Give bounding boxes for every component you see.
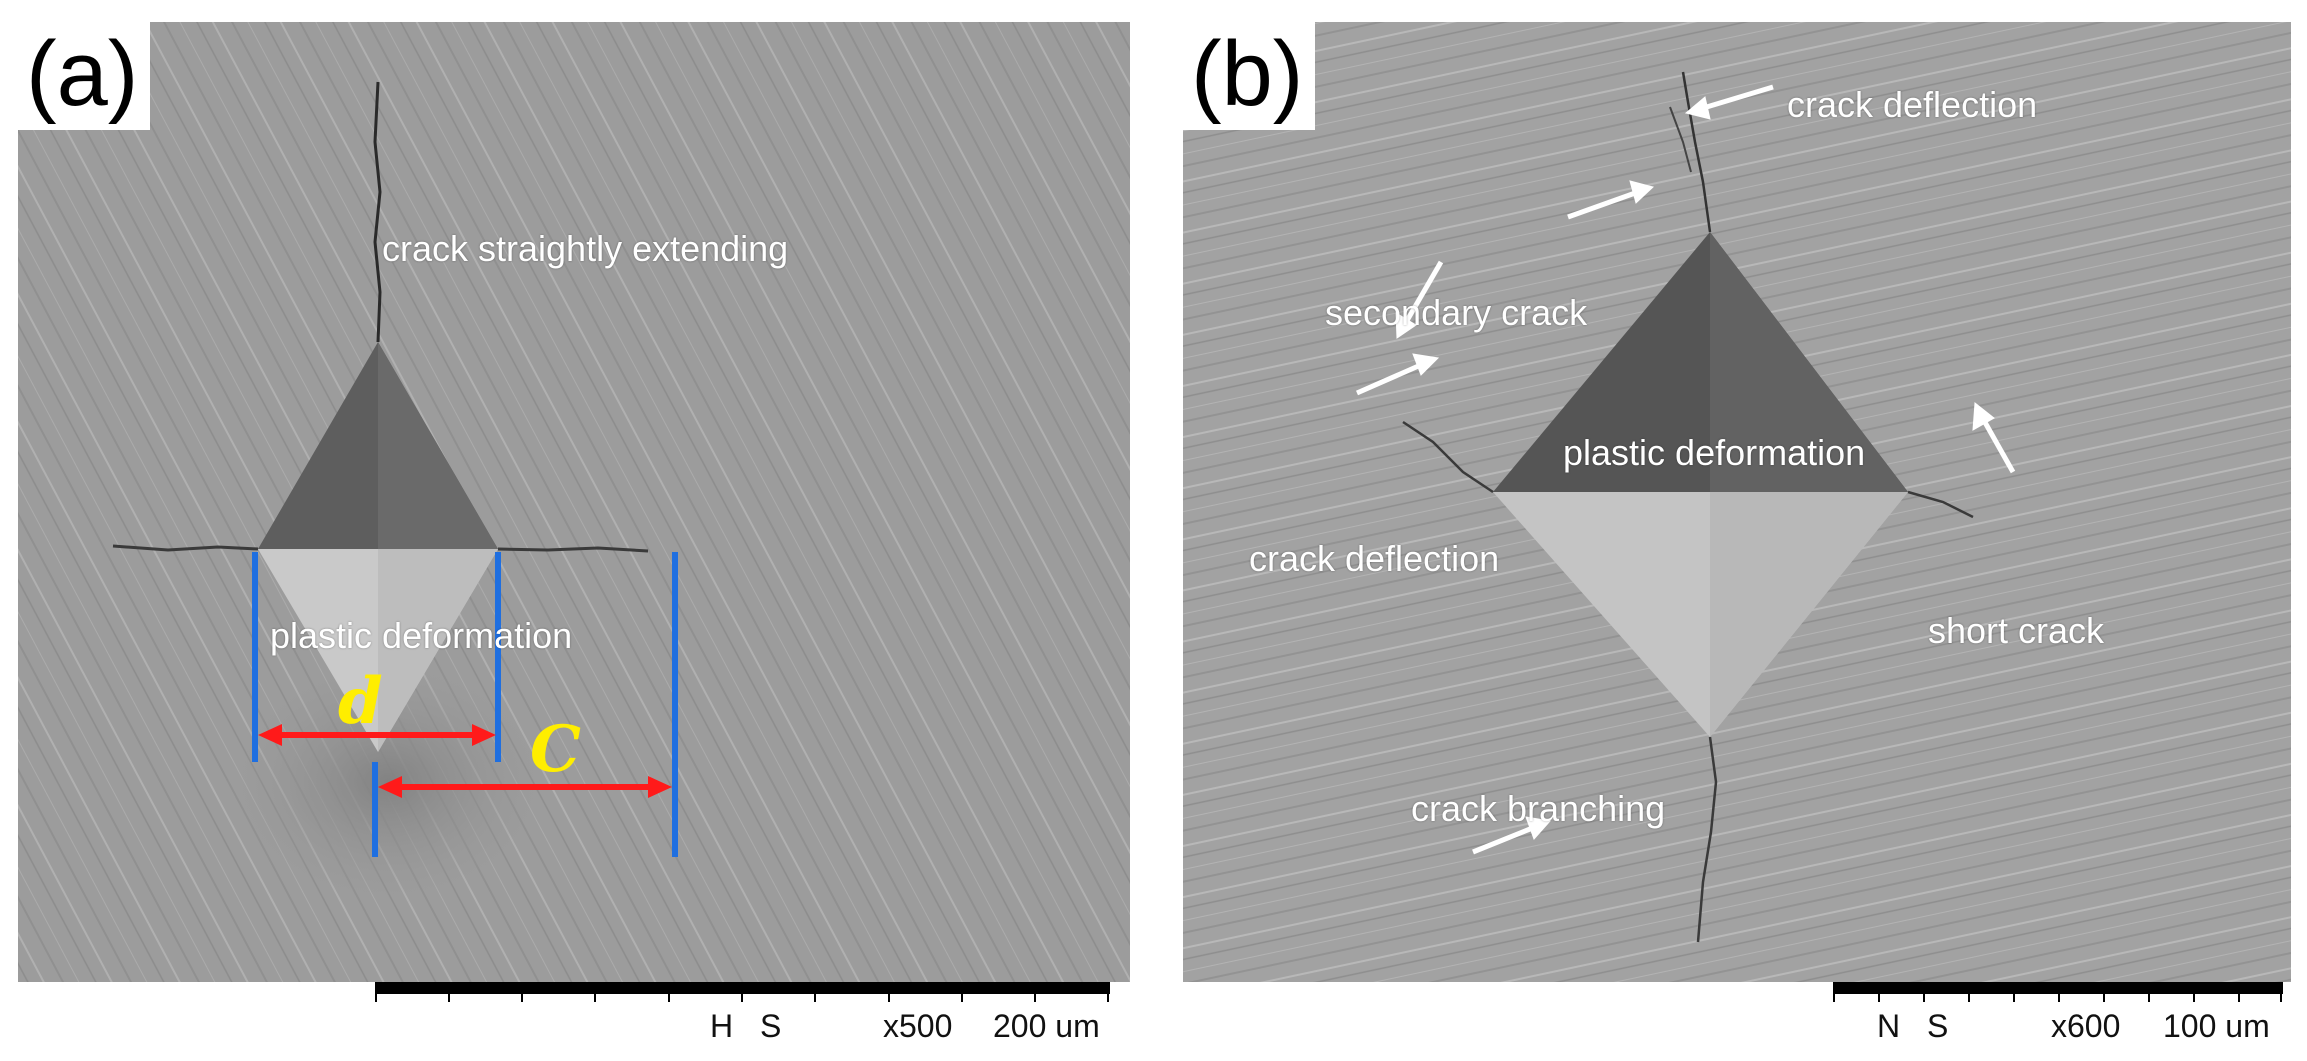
symbol-d: d bbox=[338, 664, 383, 739]
scale-bar-b-ticks bbox=[1833, 994, 2282, 1002]
arrows-b bbox=[1355, 84, 2016, 855]
symbol-c: C bbox=[530, 712, 581, 787]
annotation-plastic-deformation-a: plastic deformation bbox=[270, 615, 573, 656]
scale-code-right-a: S bbox=[760, 1008, 782, 1044]
crack-top-b bbox=[1681, 71, 1712, 233]
annotation-crack-deflection-left: crack deflection bbox=[1249, 538, 1500, 579]
crack-bottom-b bbox=[1696, 736, 1718, 943]
crack-left-b bbox=[1402, 420, 1494, 494]
sem-micrograph-b bbox=[1183, 22, 2291, 982]
scale-code-left-a: H bbox=[710, 1008, 734, 1044]
scale-bar-a-line bbox=[375, 982, 1110, 994]
vertical-crack bbox=[373, 81, 382, 343]
scale-magnification-a: x500 bbox=[883, 1008, 953, 1044]
sem-micrograph-a bbox=[18, 22, 1130, 982]
c-dimension-arrow bbox=[378, 776, 672, 798]
scale-code-left-b: N bbox=[1877, 1008, 1901, 1044]
annotation-crack-deflection-top: crack deflection bbox=[1787, 84, 2038, 125]
annotation-plastic-deformation-b: plastic deformation bbox=[1563, 432, 1866, 473]
left-crack bbox=[112, 544, 259, 552]
scale-bar-a-ticks bbox=[375, 994, 1109, 1002]
scale-bar-b-line bbox=[1833, 982, 2283, 994]
scale-length-a: 200 um bbox=[993, 1008, 1100, 1044]
scale-length-b: 100 um bbox=[2163, 1008, 2270, 1044]
scale-magnification-b: x600 bbox=[2051, 1008, 2121, 1044]
right-crack bbox=[497, 546, 649, 553]
annotation-crack-branching: crack branching bbox=[1411, 788, 1666, 829]
scale-code-right-b: S bbox=[1927, 1008, 1949, 1044]
scale-bar-b: N S x600 100 um bbox=[1833, 982, 2283, 1052]
panel-label-b: (b) bbox=[1183, 22, 1316, 130]
annotation-short-crack: short crack bbox=[1928, 610, 2105, 651]
panel-label-a: (a) bbox=[18, 22, 151, 130]
d-dimension-arrow bbox=[258, 724, 496, 746]
crack-right-b bbox=[1907, 490, 1974, 519]
sem-image-panel-a: (a) crack straightly extending plastic d… bbox=[18, 22, 1130, 982]
scale-bar-a: H S x500 200 um bbox=[375, 982, 1110, 1052]
sem-image-panel-b: (b) crack deflection secondary crack pla… bbox=[1183, 22, 2291, 982]
annotation-secondary-crack: secondary crack bbox=[1325, 292, 1588, 333]
annotation-crack-straight: crack straightly extending bbox=[382, 228, 789, 269]
